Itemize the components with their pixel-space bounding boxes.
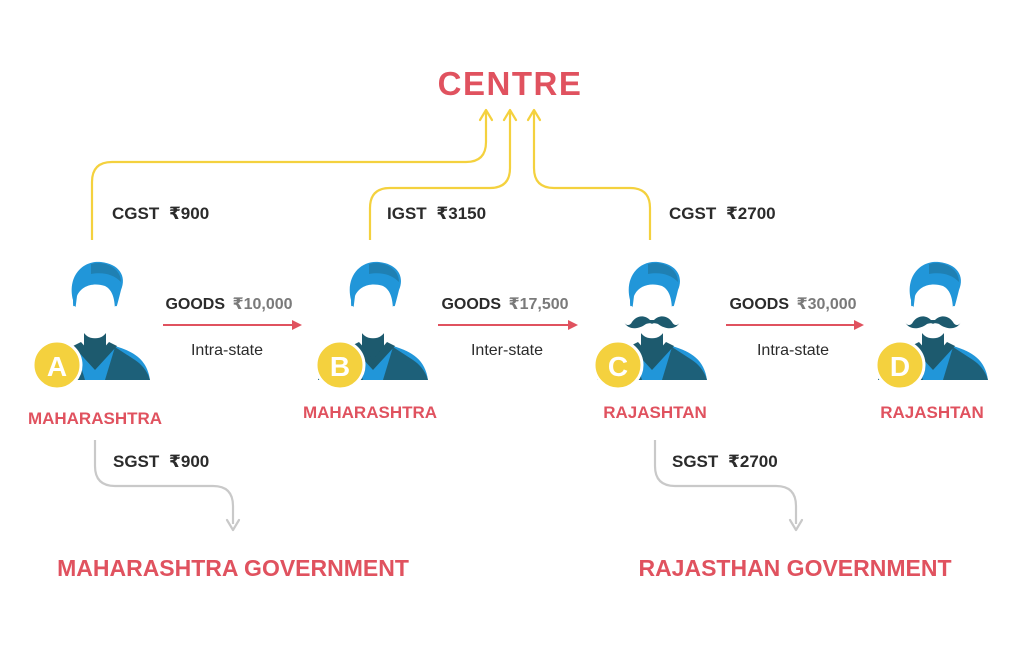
- centre-title: CENTRE: [438, 65, 583, 102]
- badge-c: C: [592, 339, 644, 391]
- transfer-type-ab: Intra-state: [191, 342, 263, 359]
- flow-line-a-to-centre: [90, 112, 488, 240]
- goods-amount: ₹30,000: [796, 296, 856, 313]
- state-label-c: RAJASHTAN: [603, 403, 707, 422]
- arrowhead-a-centre: [478, 108, 494, 122]
- tax-label: IGST: [387, 204, 427, 223]
- tax-amount: ₹2700: [726, 204, 776, 223]
- flow-line-a-to-state: [93, 440, 235, 524]
- transfer-type-bc: Inter-state: [471, 342, 543, 359]
- arrowhead-cd: [854, 320, 864, 330]
- transfer-type-cd: Intra-state: [757, 342, 829, 359]
- goods-label-cd: GOODS ₹30,000: [729, 296, 856, 313]
- tax-amount: ₹3150: [436, 204, 486, 223]
- goods-amount: ₹10,000: [232, 296, 292, 313]
- state-label-a: MAHARASHTRA: [28, 409, 162, 428]
- arrowhead-a-state: [225, 518, 241, 532]
- tax-to-state-a: SGST ₹900: [113, 452, 209, 471]
- arrowhead-b-centre: [502, 108, 518, 122]
- arrowhead-ab: [292, 320, 302, 330]
- arrowhead-c-centre: [526, 108, 542, 122]
- goods-word: GOODS: [441, 296, 501, 313]
- government-rajasthan: RAJASTHAN GOVERNMENT: [638, 555, 951, 581]
- tax-label: SGST: [672, 452, 719, 471]
- goods-amount: ₹17,500: [508, 296, 568, 313]
- flow-line-b-to-centre: [368, 112, 512, 240]
- tax-to-centre-c: CGST ₹2700: [669, 204, 776, 223]
- tax-label: CGST: [112, 204, 160, 223]
- tax-amount: ₹900: [169, 204, 209, 223]
- tax-to-centre-b: IGST ₹3150: [387, 204, 486, 223]
- arrowhead-c-state: [788, 518, 804, 532]
- arrowhead-bc: [568, 320, 578, 330]
- state-label-b: MAHARASHTRA: [303, 403, 437, 422]
- tax-to-centre-a: CGST ₹900: [112, 204, 209, 223]
- badge-letter: C: [608, 351, 628, 382]
- goods-word: GOODS: [165, 296, 225, 313]
- flow-line-c-to-centre: [532, 112, 652, 240]
- badge-letter: D: [890, 351, 910, 382]
- goods-word: GOODS: [729, 296, 789, 313]
- flow-line-c-to-state: [653, 440, 798, 524]
- tax-to-state-c: SGST ₹2700: [672, 452, 778, 471]
- tax-label: CGST: [669, 204, 717, 223]
- goods-label-bc: GOODS ₹17,500: [441, 296, 568, 313]
- badge-a: A: [31, 339, 83, 391]
- tax-label: SGST: [113, 452, 160, 471]
- goods-label-ab: GOODS ₹10,000: [165, 296, 292, 313]
- tax-amount: ₹900: [169, 452, 209, 471]
- badge-b: B: [314, 339, 366, 391]
- badge-letter: A: [47, 351, 67, 382]
- state-label-d: RAJASHTAN: [880, 403, 984, 422]
- tax-amount: ₹2700: [728, 452, 778, 471]
- government-maharashtra: MAHARASHTRA GOVERNMENT: [57, 555, 409, 581]
- badge-letter: B: [330, 351, 350, 382]
- badge-d: D: [874, 339, 926, 391]
